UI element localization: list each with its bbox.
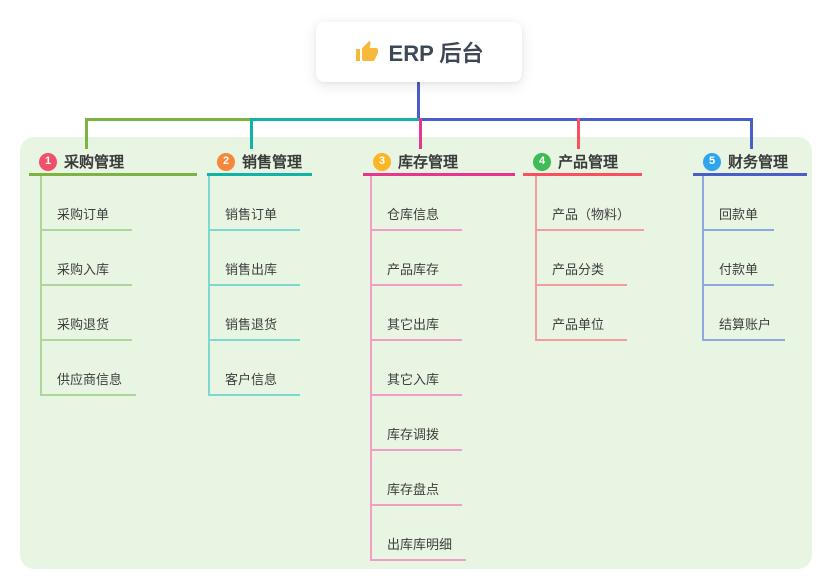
branch-children: 回款单 付款单 结算账户	[702, 176, 786, 341]
child-node[interactable]: 销售退货	[208, 286, 300, 341]
child-node[interactable]: 产品分类	[535, 231, 627, 286]
child-node[interactable]: 产品库存	[370, 231, 462, 286]
root-label: ERP 后台	[388, 41, 484, 66]
branch-children-line	[702, 176, 704, 341]
branch-label: 库存管理	[398, 154, 459, 171]
branch-node-finance[interactable]: 5 财务管理	[693, 150, 807, 176]
branch-children: 仓库信息 产品库存 其它出库 其它入库 库存调拨 库存盘点 出库库明细	[370, 176, 467, 561]
branch-purchase: 1 采购管理 采购订单 采购入库 采购退货 供应商信息	[29, 150, 197, 396]
branch-children: 销售订单 销售出库 销售退货 客户信息	[208, 176, 300, 396]
branch-badge: 4	[533, 152, 551, 171]
branch-badge: 5	[703, 152, 721, 171]
child-node[interactable]: 客户信息	[208, 341, 300, 396]
child-node[interactable]: 库存盘点	[370, 451, 462, 506]
child-node[interactable]: 其它出库	[370, 286, 462, 341]
branch-children-line	[40, 176, 42, 396]
child-node[interactable]: 产品单位	[535, 286, 627, 341]
branch-label: 财务管理	[728, 154, 789, 171]
branch-label: 销售管理	[242, 154, 303, 171]
child-node[interactable]: 采购订单	[40, 176, 132, 231]
branch-badge: 2	[217, 152, 235, 171]
child-node[interactable]: 仓库信息	[370, 176, 462, 231]
branch-node-purchase[interactable]: 1 采购管理	[29, 150, 197, 176]
root-node[interactable]: ERP 后台	[316, 22, 522, 82]
branch-children-line	[208, 176, 210, 396]
branch-badge: 1	[39, 152, 57, 171]
connector-drop-sales	[250, 118, 253, 149]
thumbs-up-icon	[355, 40, 379, 64]
child-node[interactable]: 供应商信息	[40, 341, 137, 396]
connector-horizontal-purchase	[85, 118, 252, 121]
child-node[interactable]: 销售订单	[208, 176, 300, 231]
child-node[interactable]: 库存调拨	[370, 396, 462, 451]
child-node[interactable]: 采购入库	[40, 231, 132, 286]
branch-inventory: 3 库存管理 仓库信息 产品库存 其它出库 其它入库 库存调拨 库存盘点 出库库…	[363, 150, 515, 561]
branch-badge: 3	[373, 152, 391, 171]
child-node[interactable]: 回款单	[702, 176, 774, 231]
connector-horizontal-sales	[252, 118, 420, 121]
branch-sales: 2 销售管理 销售订单 销售出库 销售退货 客户信息	[207, 150, 312, 396]
branches-panel	[20, 137, 812, 569]
connector-drop-product	[577, 118, 580, 149]
child-node[interactable]: 采购退货	[40, 286, 132, 341]
branch-product: 4 产品管理 产品（物料） 产品分类 产品单位	[523, 150, 645, 341]
connector-drop-finance	[750, 118, 753, 149]
branch-node-inventory[interactable]: 3 库存管理	[363, 150, 515, 176]
connector-drop-purchase	[85, 118, 88, 149]
branch-finance: 5 财务管理 回款单 付款单 结算账户	[693, 150, 807, 341]
child-node[interactable]: 结算账户	[702, 286, 786, 341]
child-node[interactable]: 其它入库	[370, 341, 462, 396]
branch-label: 产品管理	[558, 154, 619, 171]
child-node[interactable]: 销售出库	[208, 231, 300, 286]
child-node[interactable]: 产品（物料）	[535, 176, 645, 231]
branch-label: 采购管理	[64, 154, 125, 171]
branch-node-product[interactable]: 4 产品管理	[523, 150, 642, 176]
branch-node-sales[interactable]: 2 销售管理	[207, 150, 312, 176]
connector-drop-inventory	[419, 118, 422, 149]
child-node[interactable]: 出库库明细	[370, 506, 467, 561]
branch-children: 采购订单 采购入库 采购退货 供应商信息	[40, 176, 137, 396]
branch-children: 产品（物料） 产品分类 产品单位	[535, 176, 645, 341]
child-node[interactable]: 付款单	[702, 231, 774, 286]
connector-horizontal-right	[420, 118, 753, 121]
branch-children-line	[370, 176, 372, 561]
connector-root-drop	[417, 82, 420, 118]
branch-children-line	[535, 176, 537, 341]
